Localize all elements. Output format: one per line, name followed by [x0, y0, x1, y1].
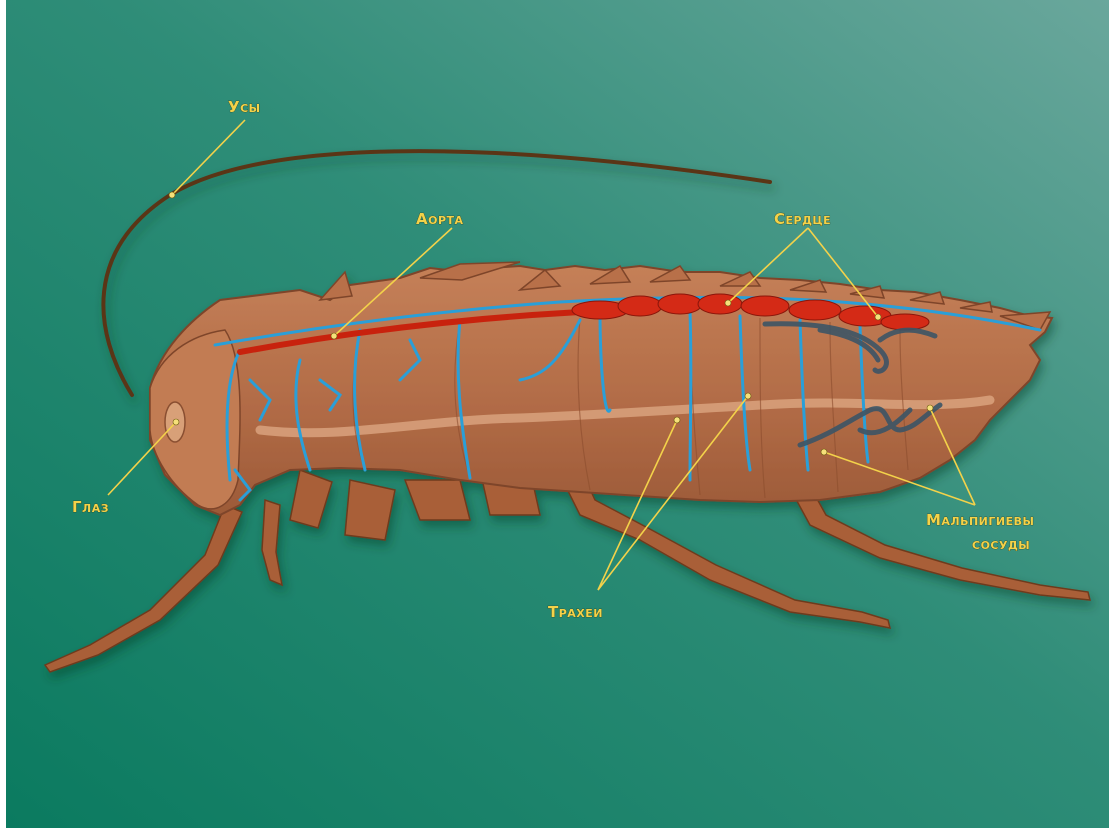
bottom-white-strip [0, 828, 1115, 840]
label-aorta: Аорта [416, 210, 464, 228]
label-malpighian-line2: сосуды [972, 535, 1030, 553]
label-heart: Сердце [774, 210, 831, 228]
label-tracheae: Трахеи [548, 603, 603, 621]
right-white-strip [1109, 0, 1115, 840]
label-eye: Глаз [72, 498, 109, 516]
label-antennae: Усы [228, 98, 261, 116]
coxa-2 [345, 480, 395, 540]
label-malpighian-line1: Мальпигиевы [926, 511, 1034, 529]
left-white-strip [0, 0, 6, 840]
